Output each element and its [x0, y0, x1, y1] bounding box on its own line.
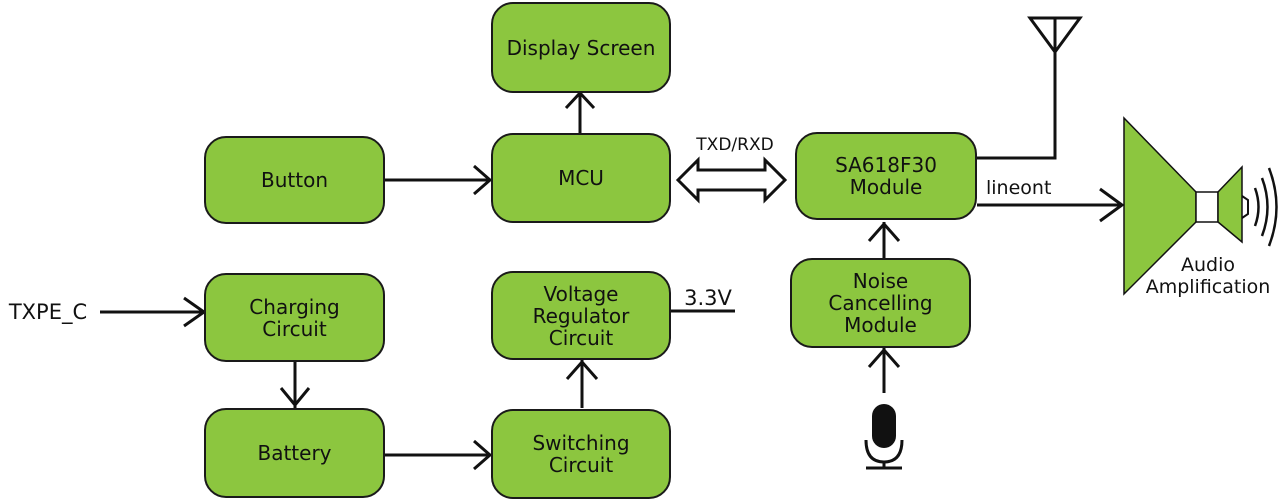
arrowhead [473, 164, 493, 196]
label-audio-amplification: Audio Amplification [1145, 254, 1271, 298]
block-voltage-regulator: Voltage Regulator Circuit [491, 271, 671, 360]
arrowhead [564, 90, 596, 110]
microphone-icon [864, 404, 904, 470]
label-txd-rxd: TXD/RXD [696, 135, 774, 155]
block-display-screen: Display Screen [491, 2, 671, 93]
block-button: Button [204, 136, 385, 224]
label-usb-input: TXPE_C [8, 300, 88, 324]
label-voltage-out: 3.3V [684, 286, 732, 310]
antenna-wire [977, 25, 1057, 160]
label-line-out: lineont [986, 177, 1052, 199]
block-battery: Battery [204, 408, 385, 498]
arrowhead [279, 387, 311, 408]
arrowhead [867, 347, 901, 368]
speaker-icon [1123, 116, 1278, 296]
arrowhead [473, 439, 493, 471]
bidirectional-arrow-icon [675, 156, 788, 204]
antenna-icon [1027, 16, 1083, 55]
arrowhead [1099, 187, 1125, 223]
block-noise-cancelling-module: Noise Cancelling Module [790, 258, 971, 348]
block-mcu: MCU [491, 133, 671, 223]
block-sa618f30-module: SA618F30 Module [795, 132, 977, 220]
arrowhead [867, 221, 901, 242]
block-charging-circuit: Charging Circuit [204, 273, 385, 362]
arrowhead [565, 359, 599, 380]
block-switching-circuit: Switching Circuit [491, 409, 671, 499]
